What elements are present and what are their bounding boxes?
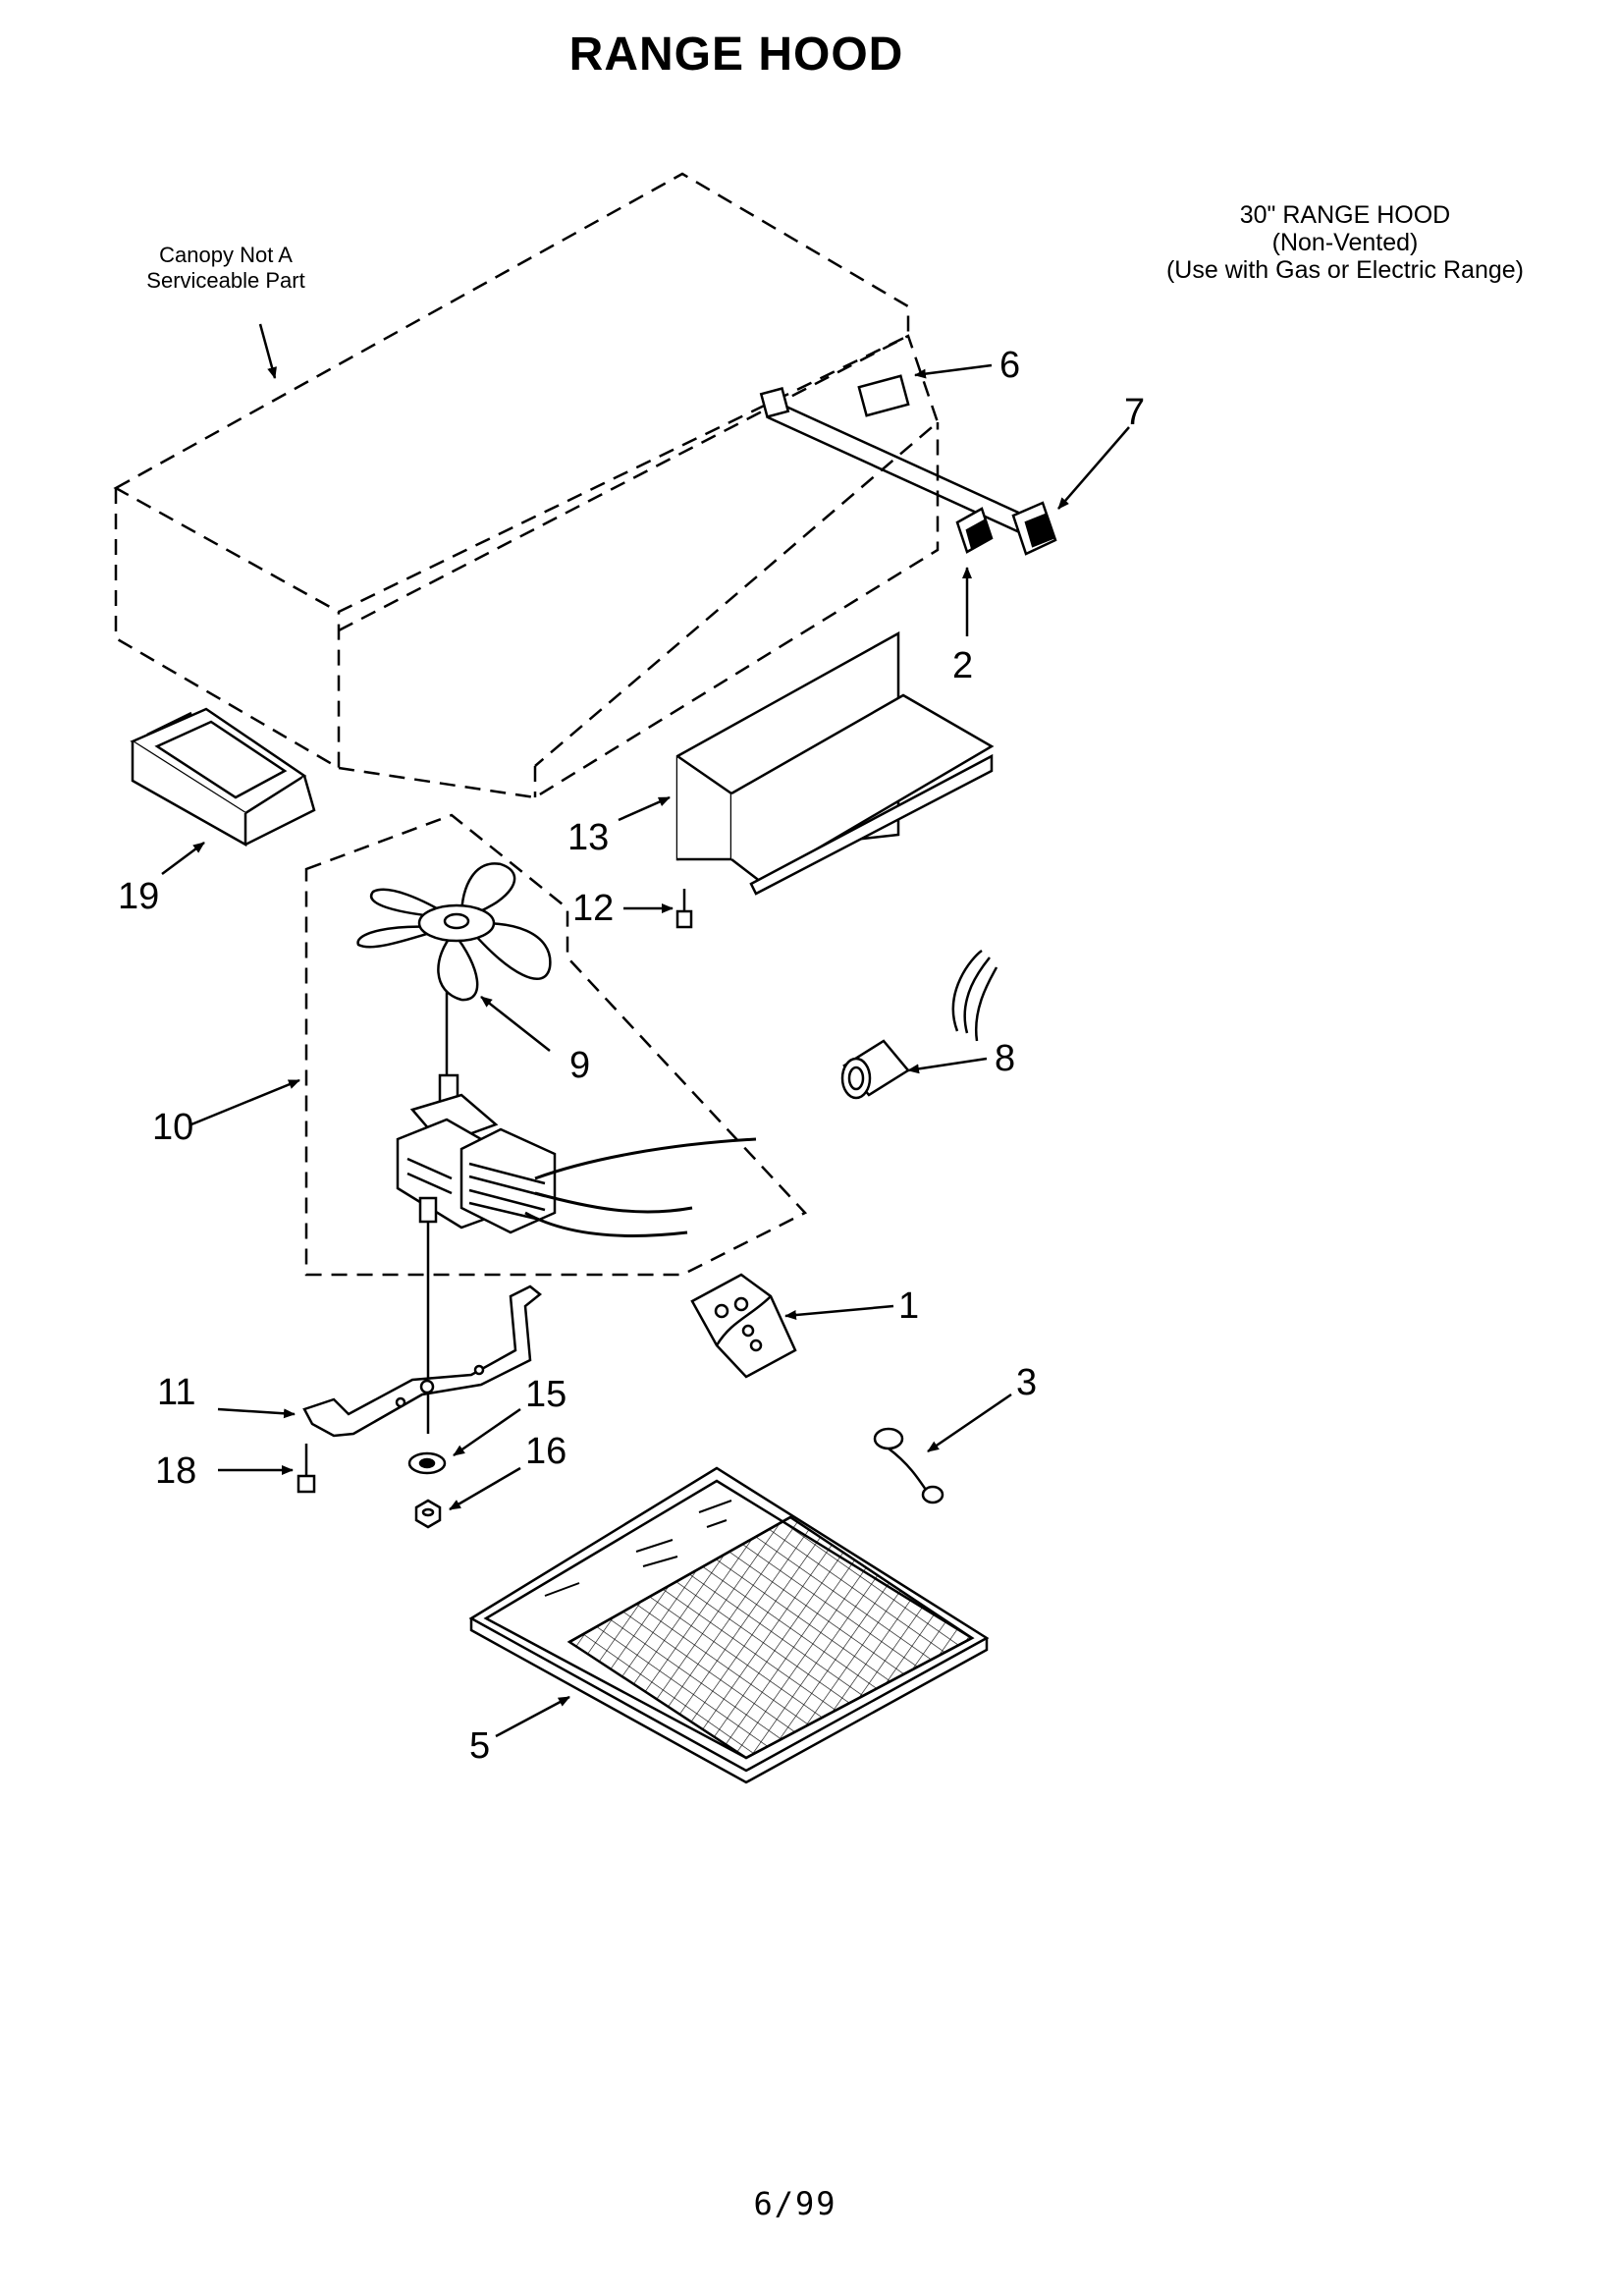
fan-motor [396, 1073, 557, 1234]
canopy-outline [113, 172, 940, 799]
model-type: (Non-Vented) [1271, 229, 1419, 256]
callout-19: 19 [118, 876, 159, 917]
callout-13: 13 [567, 817, 609, 858]
screw-12 [675, 889, 693, 929]
light-cover [675, 630, 995, 896]
wire-clip [873, 1427, 944, 1504]
vent-damper [130, 707, 316, 847]
callout-5: 5 [469, 1725, 490, 1767]
washer-15 [407, 1451, 447, 1475]
callout-16: 16 [525, 1431, 566, 1472]
motor-bracket [302, 1285, 543, 1438]
motor-wires [524, 1137, 757, 1237]
page-title: RANGE HOOD [568, 28, 904, 81]
callout-7: 7 [1124, 392, 1145, 433]
callout-arrows [161, 323, 1130, 1738]
motor-shaft [426, 992, 449, 1434]
switch-bracket [759, 374, 1037, 537]
canopy-note: Canopy Not A Serviceable Part [98, 243, 353, 294]
motor-assembly-outline [304, 813, 808, 1277]
fan-blade [356, 862, 552, 1002]
canopy-note-line2: Serviceable Part [146, 268, 305, 293]
callout-8: 8 [995, 1038, 1015, 1079]
callout-18: 18 [155, 1450, 196, 1492]
lamp-socket [840, 949, 998, 1100]
rocker-switch-2 [955, 507, 994, 554]
callout-10: 10 [152, 1107, 193, 1148]
callout-6: 6 [999, 345, 1020, 386]
rocker-switch-7 [1011, 501, 1057, 556]
model-description: 30" RANGE HOOD (Non-Vented) (Use with Ga… [1109, 201, 1581, 284]
canopy-note-line1: Canopy Not A [159, 243, 293, 267]
nut-16 [414, 1499, 442, 1529]
callout-12: 12 [572, 888, 614, 929]
callout-15: 15 [525, 1374, 566, 1415]
callout-9: 9 [569, 1045, 590, 1086]
callout-1: 1 [898, 1285, 919, 1327]
page-footer-date: 6/99 [753, 2185, 837, 2222]
callout-labels: 6 7 2 13 12 19 8 9 10 1 3 11 15 16 18 5 [118, 345, 1145, 1767]
callout-3: 3 [1016, 1362, 1037, 1403]
screw-18 [297, 1444, 316, 1494]
model-name: 30" RANGE HOOD [1239, 201, 1451, 229]
grease-filter [468, 1466, 990, 1784]
switch-label-plate [857, 374, 910, 417]
callout-11: 11 [157, 1372, 195, 1413]
callout-2: 2 [952, 645, 973, 686]
model-usage: (Use with Gas or Electric Range) [1165, 256, 1524, 284]
socket-bracket [690, 1273, 797, 1379]
